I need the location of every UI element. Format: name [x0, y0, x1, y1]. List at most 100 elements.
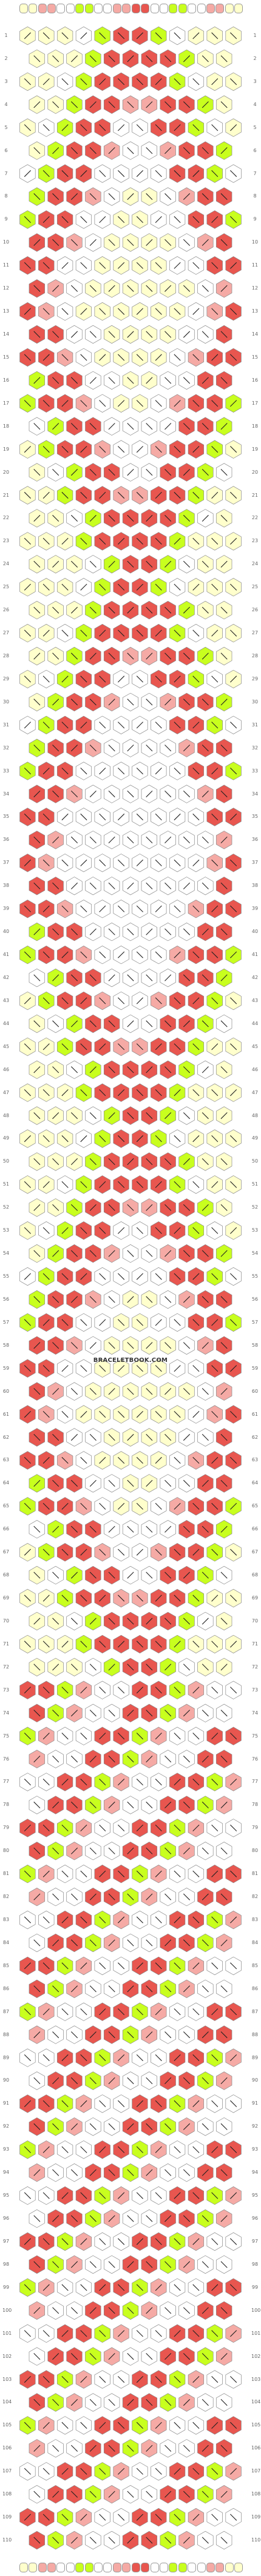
knot	[103, 95, 120, 114]
knot	[225, 1864, 242, 1884]
knot	[94, 1819, 110, 1837]
knot	[85, 555, 101, 574]
knot-arrow	[127, 2169, 134, 2176]
knot	[122, 2025, 139, 2044]
knot	[122, 1887, 139, 1907]
knot-arrow	[202, 285, 209, 292]
knot-arrow	[183, 928, 191, 935]
knot	[122, 1336, 139, 1355]
knot	[29, 509, 46, 528]
knot-arrow	[183, 1755, 191, 1763]
knot	[85, 1428, 101, 1447]
knot-arrow	[220, 699, 228, 706]
knot-arrow	[155, 1595, 162, 1602]
knot-arrow	[80, 997, 87, 1004]
knot	[29, 279, 46, 298]
knot-arrow	[146, 1296, 153, 1303]
knot	[94, 1037, 110, 1057]
knot-arrow	[52, 699, 59, 706]
knot-arrow	[61, 583, 69, 591]
knot-arrow	[211, 1456, 219, 1464]
row-number: 104	[2, 2399, 12, 2405]
knot	[19, 1313, 36, 1332]
knot-arrow	[192, 2422, 200, 2429]
knot-arrow	[99, 1456, 106, 1464]
knot	[19, 26, 36, 45]
knot	[113, 854, 129, 872]
knot-arrow	[118, 2008, 125, 2016]
knot-arrow	[164, 331, 172, 338]
knot	[197, 2163, 214, 2182]
knot	[19, 945, 36, 964]
knot-arrow	[118, 722, 125, 729]
knot	[94, 854, 110, 872]
knot	[225, 1221, 242, 1240]
knot	[206, 532, 223, 551]
knot	[197, 1014, 214, 1034]
knot	[132, 2324, 148, 2343]
knot	[151, 1727, 167, 1745]
knot	[188, 991, 205, 1011]
row-number: 55	[251, 1273, 259, 1280]
knot-arrow	[33, 882, 41, 889]
knot-arrow	[70, 377, 78, 384]
knot	[188, 623, 205, 643]
knot-arrow	[70, 1664, 78, 1671]
knot	[47, 1060, 64, 1079]
knot-arrow	[202, 606, 209, 614]
row-number: 38	[251, 883, 259, 889]
knot	[113, 1773, 129, 1791]
knot	[160, 1014, 176, 1034]
knot	[215, 233, 232, 252]
knot	[75, 164, 92, 183]
knot-arrow	[155, 1456, 162, 1464]
knot-arrow	[183, 1342, 191, 1349]
knot-arrow	[61, 1595, 69, 1602]
knot-arrow	[136, 859, 143, 866]
row-number: 50	[251, 1158, 259, 1164]
knot-arrow	[89, 2215, 97, 2222]
knot	[215, 325, 232, 344]
knot	[197, 509, 214, 528]
row-number: 2	[4, 55, 8, 61]
row-number: 56	[2, 1296, 10, 1302]
knot	[85, 877, 101, 895]
knot-arrow	[183, 2169, 191, 2176]
knot-arrow	[220, 2261, 228, 2268]
knot-arrow	[220, 1388, 228, 1395]
knot-arrow	[136, 1365, 143, 1372]
knot	[225, 2508, 242, 2527]
knot	[75, 1359, 92, 1378]
knot	[178, 233, 195, 252]
knot	[225, 2002, 242, 2021]
knot-arrow	[211, 2330, 219, 2337]
knot-arrow	[164, 791, 172, 798]
row-number: 94	[251, 2169, 259, 2176]
knot-arrow	[70, 1296, 78, 1303]
knot	[103, 831, 120, 849]
knot-arrow	[89, 1342, 97, 1349]
knot	[151, 2278, 167, 2297]
knot	[38, 348, 55, 367]
knot-arrow	[61, 446, 69, 453]
knot-arrow	[89, 2261, 97, 2268]
row-number: 53	[2, 1227, 10, 1233]
strand-19	[188, 4, 197, 13]
knot-arrow	[52, 2445, 59, 2452]
knot-arrow	[174, 1135, 181, 1143]
knot	[113, 1864, 129, 1884]
knot-arrow	[183, 331, 191, 338]
knot-arrow	[136, 905, 143, 912]
row-number: 61	[2, 1411, 10, 1417]
strand-21	[206, 2563, 215, 2572]
knot	[56, 26, 73, 45]
knot-arrow	[24, 2376, 31, 2383]
knot	[29, 141, 46, 160]
knot	[132, 2094, 148, 2113]
knot	[56, 1129, 73, 1148]
row-number: 35	[251, 814, 259, 820]
knot	[75, 1910, 92, 1930]
knot-arrow	[192, 2146, 200, 2153]
strand-21	[206, 4, 215, 13]
knot	[56, 1542, 73, 1562]
